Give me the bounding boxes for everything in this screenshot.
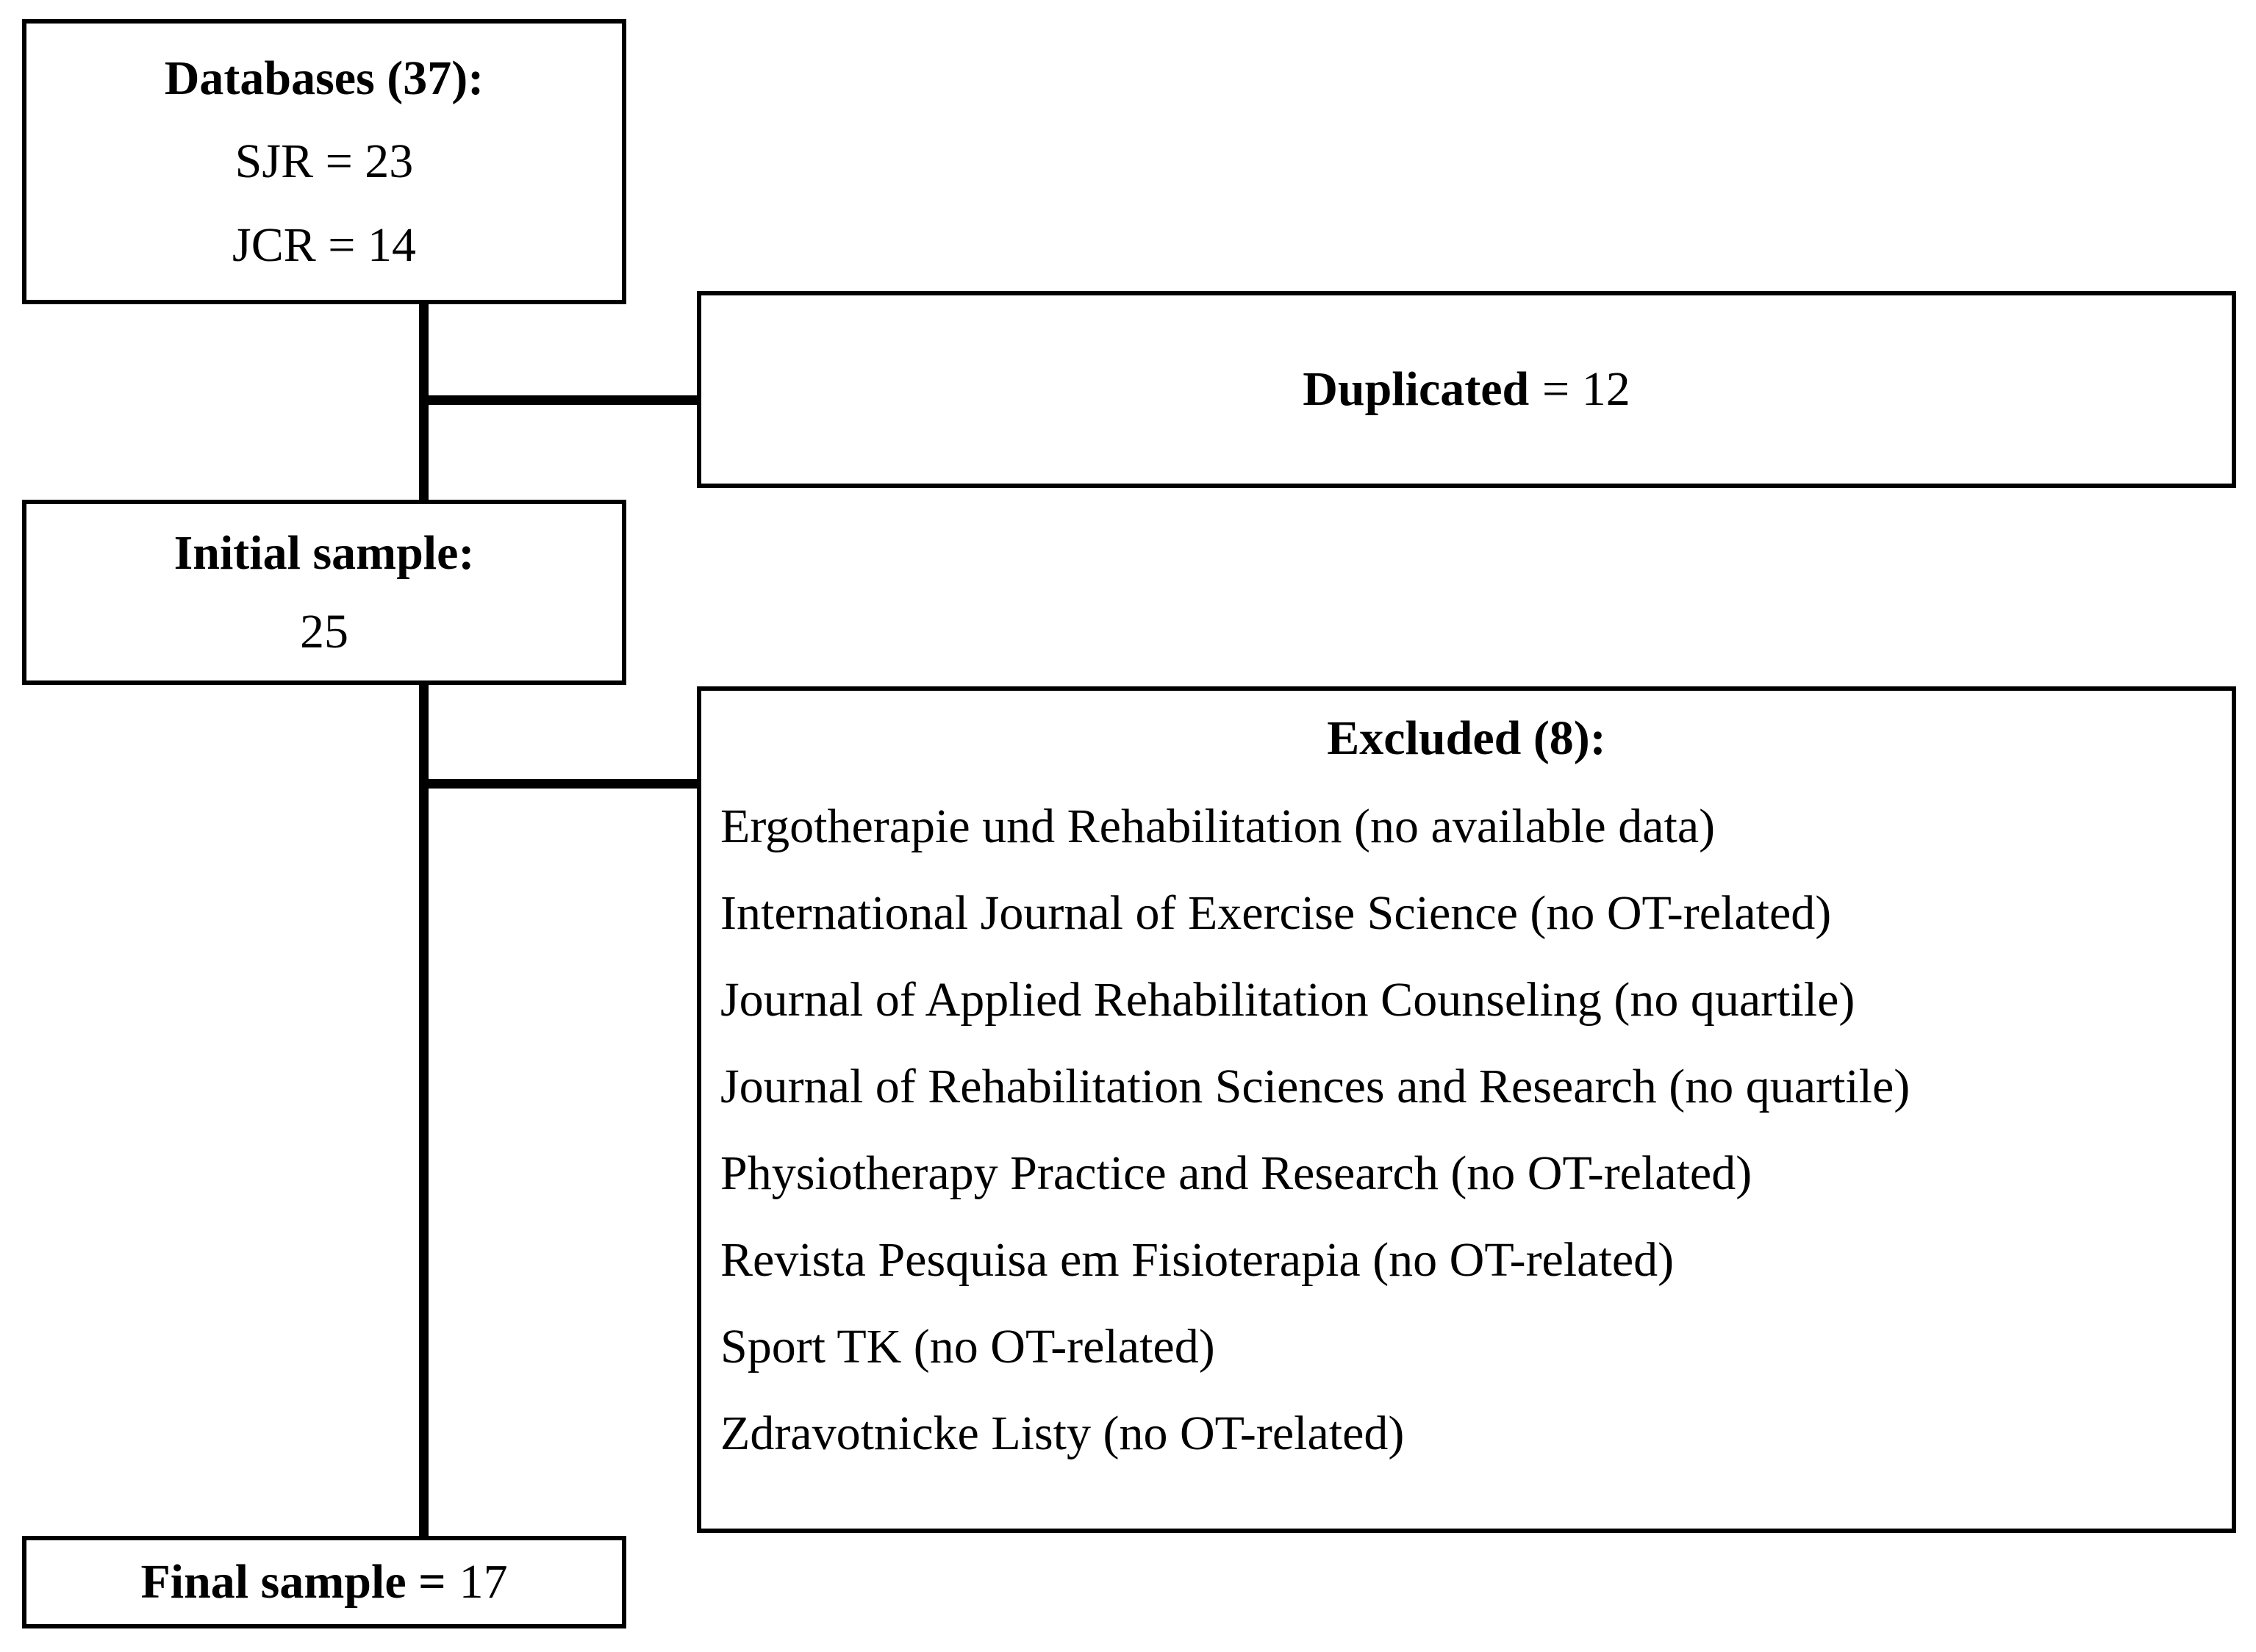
excluded-item: International Journal of Exercise Scienc… (720, 886, 1832, 940)
databases-sjr-count: SJR = 23 (234, 134, 414, 189)
duplicated-label-bold: Duplicated (1303, 362, 1530, 417)
final-sample-label: Final sample =17 (140, 1553, 507, 1611)
databases-title: Databases (37): (164, 51, 484, 105)
excluded-list: Ergotherapie und Rehabilitation (no avai… (701, 782, 2232, 1477)
final-sample-box: Final sample =17 (22, 1536, 626, 1628)
excluded-item: Journal of Applied Rehabilitation Counse… (720, 973, 1855, 1027)
excluded-item: Zdravotnicke Listy (no OT-related) (720, 1407, 1405, 1460)
initial-sample-title: Initial sample: (173, 526, 475, 581)
excluded-item: Journal of Rehabilitation Sciences and R… (720, 1060, 1911, 1113)
databases-jcr-count: JCR = 14 (232, 218, 416, 273)
duplicated-count: = 12 (1542, 362, 1630, 417)
initial-sample-box: Initial sample: 25 (22, 500, 626, 685)
excluded-item: Physiotherapy Practice and Research (no … (720, 1146, 1752, 1200)
initial-sample-count: 25 (300, 604, 348, 658)
connector-vertical-initial-to-final (419, 682, 429, 1539)
connector-branch-duplicated (419, 395, 700, 405)
final-sample-label-bold: Final sample = (140, 1555, 446, 1609)
final-sample-count: 17 (459, 1555, 508, 1609)
excluded-item: Ergotherapie und Rehabilitation (no avai… (720, 800, 1716, 853)
connector-branch-excluded (419, 779, 700, 789)
duplicated-label: Duplicated= 12 (1303, 360, 1630, 418)
excluded-item: Sport TK (no OT-related) (720, 1320, 1215, 1373)
excluded-box: Excluded (8): Ergotherapie und Rehabilit… (697, 686, 2236, 1533)
databases-box: Databases (37): SJR = 23 JCR = 14 (22, 19, 626, 304)
excluded-title: Excluded (8): (1327, 711, 1606, 765)
excluded-item: Revista Pesquisa em Fisioterapia (no OT-… (720, 1233, 1675, 1287)
duplicated-box: Duplicated= 12 (697, 291, 2236, 488)
